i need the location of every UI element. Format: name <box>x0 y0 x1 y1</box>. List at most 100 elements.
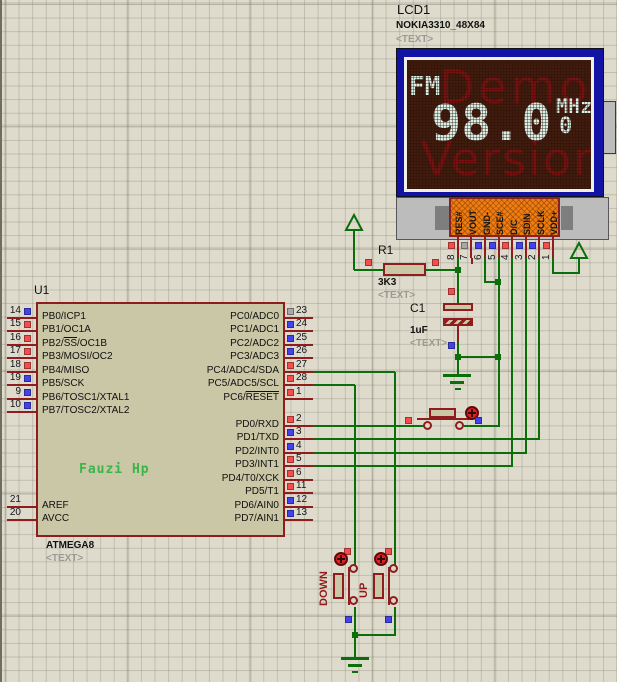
lcd-pin-4: 4 <box>500 237 514 271</box>
pin-stub <box>552 237 554 258</box>
pin-number: 9 <box>15 386 21 397</box>
resistor-body[interactable] <box>383 263 426 276</box>
pin-state-indicator <box>287 456 294 463</box>
pin-state-indicator <box>461 242 468 249</box>
button-terminal <box>349 564 358 573</box>
label-text: PC0/ADC0 <box>230 311 279 322</box>
lcd-pin-name-vout: VOUT <box>468 209 478 235</box>
pin-stub <box>525 237 527 258</box>
pin-state-indicator <box>502 242 509 249</box>
lcd-pin-name-res: RES# <box>454 211 464 235</box>
pin-stub <box>7 344 36 346</box>
wire <box>578 259 580 274</box>
pin-number: 26 <box>296 345 308 356</box>
down-button-plunger[interactable] <box>333 573 344 599</box>
pin-state-indicator <box>24 375 31 382</box>
label-text: PD2/INT0 <box>235 446 279 457</box>
label-text: PB5/SCK <box>42 378 85 389</box>
wire <box>353 231 355 270</box>
pin-stub <box>285 506 313 508</box>
pin-state-indicator <box>287 375 294 382</box>
button-actuator[interactable] <box>465 406 479 420</box>
pin-state-indicator <box>448 342 455 349</box>
label-text: PD3/INT1 <box>235 459 279 470</box>
pin-state-indicator <box>385 616 392 623</box>
pin-state-indicator <box>287 429 294 436</box>
pin-stub <box>538 237 540 258</box>
pin-number: 27 <box>296 359 308 370</box>
pin-state-indicator <box>405 417 412 424</box>
pin-stub <box>498 237 500 258</box>
pin-label: PB2/SS/OC1B <box>42 337 107 351</box>
wire <box>457 258 459 305</box>
pin-stub <box>285 398 313 400</box>
pin-label: PC1/ADC1 <box>230 323 279 337</box>
wire <box>354 269 383 271</box>
capacitor-lead <box>457 326 459 342</box>
pin-label: PD0/RXD <box>236 418 279 432</box>
pin-number: 24 <box>296 318 308 329</box>
pin-state-indicator <box>287 470 294 477</box>
down-button-label: DOWN <box>318 571 330 606</box>
label-text: PB4/MISO <box>42 365 90 376</box>
label-text: AVCC <box>42 513 70 524</box>
label-text: /OC1B <box>77 338 108 349</box>
wire-junction <box>495 354 501 360</box>
pin-label: PB1/OC1A <box>42 323 91 337</box>
pin-label: PB7/TOSC2/XTAL2 <box>42 404 129 418</box>
pin-state-indicator <box>287 321 294 328</box>
pin-state-indicator <box>287 483 294 490</box>
button-plunger[interactable] <box>429 408 456 418</box>
mcu-body[interactable] <box>36 302 285 537</box>
lcd-ref-label: LCD1 <box>397 2 431 17</box>
label-text: PB7/TOSC2/XTAL2 <box>42 405 130 416</box>
pin-state-indicator <box>287 335 294 342</box>
pin-label: PB0/ICP1 <box>42 310 86 324</box>
pin-stub <box>285 438 313 440</box>
pin-state-indicator <box>385 548 392 555</box>
pin-state-indicator <box>543 242 550 249</box>
wire <box>313 384 355 386</box>
resistor-ref-label: R1 <box>378 243 394 257</box>
pin-state-indicator <box>432 259 439 266</box>
label-text: PB1/OC1A <box>42 324 91 335</box>
pin-state-indicator <box>448 242 455 249</box>
pin-stub <box>7 330 36 332</box>
pin-label: AVCC <box>42 512 69 526</box>
wire <box>538 258 540 440</box>
pin-label: PD3/INT1 <box>235 458 279 472</box>
pin-number: 13 <box>296 507 308 518</box>
up-button-actuator[interactable] <box>374 552 388 566</box>
wire <box>313 465 512 467</box>
pin-number: 12 <box>296 494 308 505</box>
pin-stub <box>511 237 513 258</box>
label-text: RESET <box>245 392 279 403</box>
down-button-actuator[interactable] <box>334 552 348 566</box>
lcd-pin-7: 7 <box>459 237 473 271</box>
wire <box>511 258 513 467</box>
wire <box>484 281 499 283</box>
capacitor-ref-label: C1 <box>410 301 426 315</box>
lcd-pin-name-sce: SCE# <box>495 211 505 235</box>
capacitor-plate[interactable] <box>443 318 473 326</box>
up-button-plunger[interactable] <box>373 573 384 599</box>
pin-state-indicator <box>287 443 294 450</box>
button-terminal <box>455 421 464 430</box>
ground-symbol <box>450 381 464 384</box>
lcd-connector[interactable]: RES# VOUT GND- SCE# D/C SDIN SCLK VDD+ <box>449 197 560 237</box>
pin-stub <box>285 384 313 386</box>
pin-stub <box>285 317 313 319</box>
pin-state-indicator <box>287 308 294 315</box>
wire <box>313 452 526 454</box>
lcd-band-label: FM <box>409 72 441 102</box>
pin-label: PD4/T0/XCK <box>222 472 279 486</box>
wire-junction <box>495 279 501 285</box>
capacitor-plate[interactable] <box>443 303 473 311</box>
vout-stub-extension <box>471 258 473 264</box>
label-text: PD1/TXD <box>236 432 279 443</box>
pin-stub <box>7 398 36 400</box>
pin-state-indicator <box>287 497 294 504</box>
pin-label: PD2/INT0 <box>235 445 279 459</box>
lcd-pin-name-dc: D/C <box>509 219 519 236</box>
lcd-screen: Demo Version FM 98.0 MHz 0 <box>407 60 591 189</box>
